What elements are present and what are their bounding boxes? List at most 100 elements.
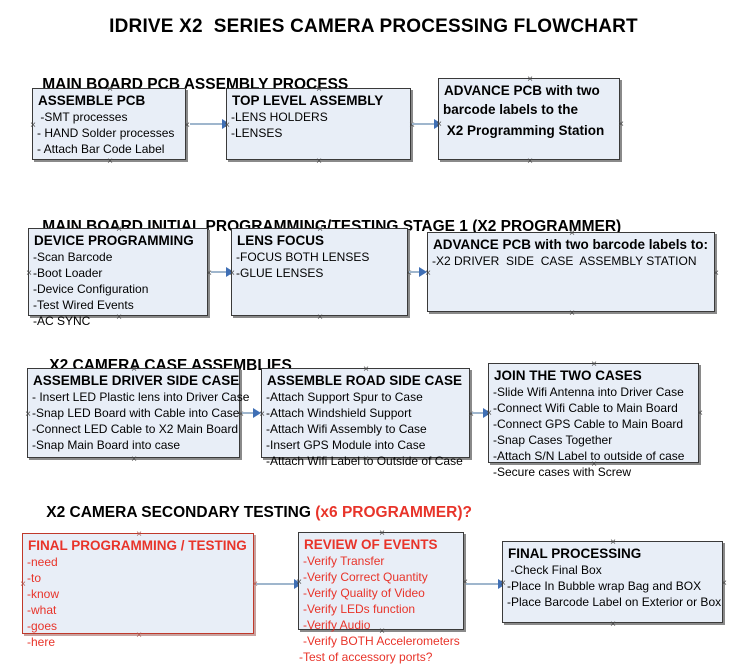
connection-handle-right[interactable]: [183, 121, 192, 130]
connection-handle-left[interactable]: [435, 120, 444, 129]
connection-handle-left[interactable]: [25, 269, 34, 278]
box-line: -AC SYNC: [33, 314, 91, 328]
connection-handle-bottom[interactable]: [106, 157, 115, 166]
box-line: -Attach S/N Label to outside of case: [493, 449, 685, 463]
connection-handle-top[interactable]: [526, 75, 535, 84]
box-line: -Connect Wifi Cable to Main Board: [493, 401, 678, 415]
section-heading-accent-text: (x6 PROGRAMMER)?: [315, 504, 472, 521]
connection-handle-bottom[interactable]: [526, 157, 535, 166]
box-title: FINAL PROCESSING: [508, 546, 642, 561]
box-line: -FOCUS BOTH LENSES: [236, 250, 370, 264]
box-line: - Insert LED Plastic lens into Driver Ca…: [32, 390, 250, 404]
process-box-lens-focus[interactable]: LENS FOCUS -FOCUS BOTH LENSES -GLUE LENS…: [231, 228, 408, 316]
box-line: -Check Final Box: [507, 563, 602, 577]
box-line: X2 Programming Station: [443, 123, 605, 138]
box-line: -to: [27, 571, 42, 585]
process-box-assemble-pcb[interactable]: ASSEMBLE PCB -SMT processes - HAND Solde…: [32, 88, 186, 160]
box-line: -Test Wired Events: [33, 298, 134, 312]
connection-handle-left[interactable]: [295, 578, 304, 587]
connection-handle-bottom[interactable]: [315, 157, 324, 166]
page-title: IDRIVE X2 SERIES CAMERA PROCESSING FLOWC…: [109, 16, 638, 37]
connection-handle-top[interactable]: [378, 529, 387, 538]
connection-handle-top[interactable]: [568, 229, 577, 238]
connection-handle-right[interactable]: [205, 269, 214, 278]
connection-handle-top[interactable]: [609, 538, 618, 547]
connection-handle-top[interactable]: [316, 225, 325, 234]
box-line: -Insert GPS Module into Case: [266, 438, 426, 452]
process-box-final-programming-testing[interactable]: FINAL PROGRAMMING / TESTING -need -to -k…: [19, 530, 254, 649]
box-line: -Snap Main Board into case: [32, 438, 181, 452]
connection-handle-top[interactable]: [115, 225, 124, 234]
connection-handle-left[interactable]: [485, 409, 494, 418]
box-line: -LENSES: [231, 126, 283, 140]
box-line: -Verify LEDs function: [303, 602, 416, 616]
box-line: -SMT processes: [37, 110, 128, 124]
connection-handle-top[interactable]: [590, 360, 599, 369]
connection-handle-bottom[interactable]: [590, 460, 599, 469]
section-heading-text: X2 CAMERA SECONDARY TESTING: [46, 504, 316, 521]
box-title: ASSEMBLE DRIVER SIDE CASE: [33, 373, 240, 388]
connector-line: [190, 123, 226, 125]
connection-handle-right[interactable]: [696, 409, 705, 418]
connection-handle-left[interactable]: [24, 410, 33, 419]
connection-handle-bottom[interactable]: [609, 620, 618, 629]
process-box-assemble-road-side-case[interactable]: ASSEMBLE ROAD SIDE CASE -Attach Support …: [258, 365, 470, 468]
box-line-overflow: -Test of accessory ports?: [299, 650, 433, 664]
box-line: -Place In Bubble wrap Bag and BOX: [507, 579, 702, 593]
connection-handle-right[interactable]: [720, 579, 729, 588]
box-line: -Boot Loader: [33, 266, 103, 280]
box-title: ASSEMBLE ROAD SIDE CASE: [267, 373, 463, 388]
process-box-advance-pcb-to-x2-programming-station[interactable]: ADVANCE PCB with two barcode labels to t…: [438, 78, 620, 160]
box-title: ASSEMBLE PCB: [38, 93, 146, 108]
box-line: -here: [27, 635, 56, 649]
box-line: -Attach Wifi Label to Outside of Case: [266, 454, 463, 468]
box-line: -Device Configuration: [33, 282, 149, 296]
box-line: -goes: [27, 619, 58, 633]
connection-handle-left[interactable]: [29, 121, 38, 130]
connection-handle-left[interactable]: [19, 580, 28, 589]
connection-handle-right[interactable]: [237, 410, 246, 419]
connection-handle-right[interactable]: [712, 269, 721, 278]
box-line: -Snap Cases Together: [493, 433, 613, 447]
connection-handle-top[interactable]: [135, 530, 144, 539]
box-line: -Verify Audio: [303, 618, 371, 632]
connection-handle-left[interactable]: [258, 410, 267, 419]
connection-handle-right[interactable]: [617, 120, 626, 129]
box-title: LENS FOCUS: [237, 233, 325, 248]
connection-handle-bottom[interactable]: [378, 627, 387, 636]
process-box-final-processing[interactable]: FINAL PROCESSING -Check Final Box -Place…: [502, 541, 723, 623]
connection-handle-right[interactable]: [408, 121, 417, 130]
connection-handle-bottom[interactable]: [568, 309, 577, 318]
process-box-top-level-assembly[interactable]: TOP LEVEL ASSEMBLY -LENS HOLDERS -LENSES: [226, 88, 411, 160]
connection-handle-left[interactable]: [424, 269, 433, 278]
connection-handle-right[interactable]: [467, 410, 476, 419]
connection-handle-left[interactable]: [228, 269, 237, 278]
box-title: JOIN THE TWO CASES: [494, 368, 642, 383]
process-box-advance-pcb-to-driver-side-case[interactable]: ADVANCE PCB with two barcode labels to: …: [427, 232, 715, 312]
connection-handle-right[interactable]: [461, 578, 470, 587]
box-line: barcode labels to the: [443, 102, 579, 117]
connection-handle-top[interactable]: [362, 365, 371, 374]
process-box-review-of-events[interactable]: REVIEW OF EVENTS -Verify Transfer -Verif…: [295, 529, 464, 664]
box-line: - Attach Bar Code Label: [37, 142, 165, 156]
connection-handle-bottom[interactable]: [316, 313, 325, 322]
box-line: -Attach Windshield Support: [266, 406, 412, 420]
connector-line: [409, 271, 423, 273]
connection-handle-top[interactable]: [130, 365, 139, 374]
process-box-join-the-two-cases[interactable]: JOIN THE TWO CASES -Slide Wifi Antenna i…: [485, 360, 699, 479]
box-line: -what: [27, 603, 57, 617]
connection-handle-bottom[interactable]: [362, 455, 371, 464]
connection-handle-top[interactable]: [315, 85, 324, 94]
process-box-assemble-driver-side-case[interactable]: ASSEMBLE DRIVER SIDE CASE - Insert LED P…: [24, 365, 250, 458]
connection-handle-bottom[interactable]: [130, 455, 139, 464]
connection-handle-bottom[interactable]: [135, 631, 144, 640]
connection-handle-left[interactable]: [223, 121, 232, 130]
connection-handle-top[interactable]: [106, 85, 115, 94]
process-box-device-programming[interactable]: DEVICE PROGRAMMING -Scan Barcode -Boot L…: [25, 225, 208, 328]
box-title: REVIEW OF EVENTS: [304, 537, 438, 552]
connection-handle-left[interactable]: [499, 579, 508, 588]
box-line: -know: [27, 587, 60, 601]
connection-handle-bottom[interactable]: [115, 313, 124, 322]
connection-handle-right[interactable]: [405, 269, 414, 278]
